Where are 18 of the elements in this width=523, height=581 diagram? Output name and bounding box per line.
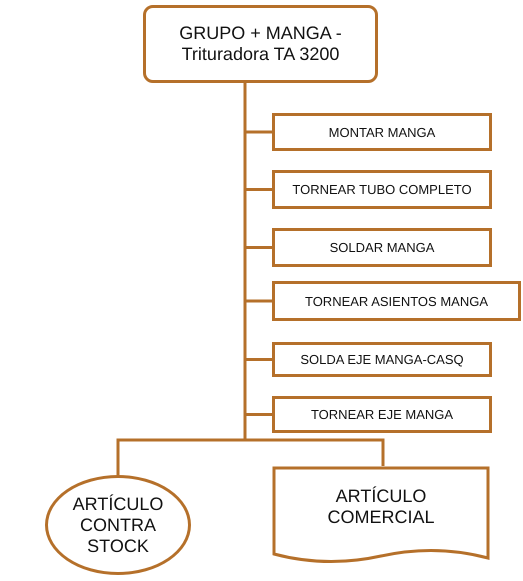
title-box <box>143 5 378 83</box>
process-box <box>272 113 492 151</box>
process-box <box>272 342 492 377</box>
node-text: TORNEAR TUBO COMPLETO <box>292 182 472 197</box>
node-text: TORNEAR EJE MANGA <box>310 407 454 422</box>
process-box <box>272 228 492 267</box>
process-box <box>272 396 492 433</box>
process-box <box>272 170 492 209</box>
ellipse-node <box>45 475 191 575</box>
node-text: SOLDAR MANGA <box>330 240 434 255</box>
node-text: MONTAR MANGA <box>328 124 436 140</box>
node-text: ARTÍCULO CONTRA STOCK <box>72 494 164 556</box>
node-text: GRUPO + MANGA - Trituradora TA 3200 <box>178 23 343 65</box>
document-node <box>272 466 490 566</box>
node-text: ARTÍCULO COMERCIAL <box>326 486 436 528</box>
node-text: SOLDA EJE MANGA-CASQ <box>300 352 464 367</box>
process-box <box>272 281 521 321</box>
node-text: TORNEAR ASIENTOS MANGA <box>304 294 488 308</box>
